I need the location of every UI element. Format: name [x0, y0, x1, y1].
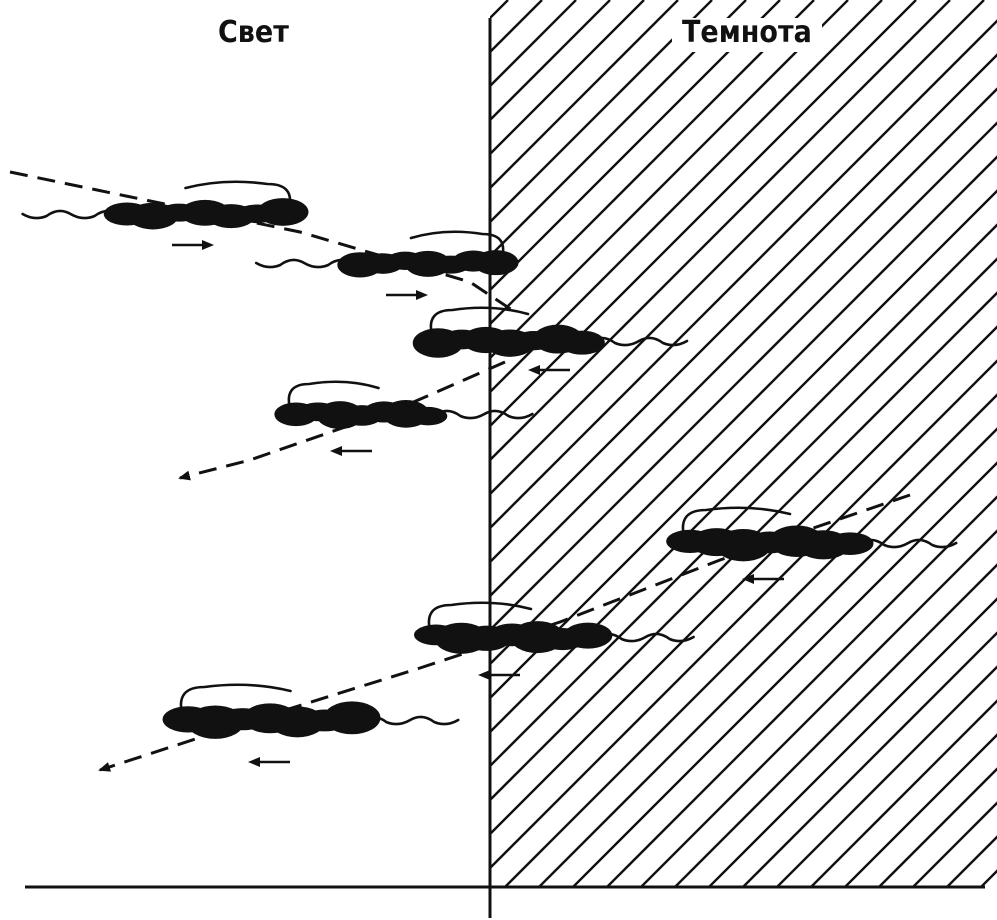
bacterium — [274, 380, 534, 430]
hatch-line — [490, 0, 611, 122]
hatch-line — [490, 257, 997, 768]
arrow-left-icon — [528, 365, 570, 375]
hatch-line — [876, 767, 997, 888]
arrow-left-icon — [330, 446, 372, 456]
flagellum — [360, 715, 460, 726]
bacterium — [666, 506, 958, 562]
hatch-line — [490, 0, 713, 224]
hatch-line — [808, 699, 997, 888]
bacterium-segment — [408, 406, 448, 426]
direction-arrows — [172, 240, 784, 767]
bacterium-segment — [559, 330, 605, 355]
flagellum — [287, 380, 380, 410]
hatch-line — [490, 121, 997, 632]
hatch-line — [490, 0, 815, 326]
hatch-line — [490, 0, 849, 360]
bacterium-segment — [473, 250, 519, 276]
hatch-line — [490, 87, 997, 598]
hatch-line — [490, 0, 679, 190]
bacterium-segment — [257, 198, 309, 226]
flagellum — [429, 306, 530, 337]
hatch-line — [490, 223, 997, 734]
hatch-line — [490, 0, 951, 462]
hatch-line — [0, 0, 474, 920]
hatch-line — [490, 0, 883, 394]
bacteria — [21, 180, 958, 739]
hatch-line — [638, 529, 997, 888]
dark-label-backing — [672, 18, 822, 52]
hatch-line — [490, 359, 997, 870]
hatch-line — [0, 0, 440, 920]
arrow-left-icon — [248, 757, 290, 767]
hatch-line — [490, 19, 997, 530]
dark-label: Темнота — [682, 15, 812, 50]
flagellum — [858, 538, 958, 549]
flagellum — [596, 632, 695, 643]
flagellum — [179, 683, 292, 715]
light-label: Свет — [218, 15, 289, 50]
hatch-line — [740, 631, 997, 888]
hatch-line — [490, 53, 997, 564]
flagellum — [427, 601, 533, 632]
hatch-line — [490, 291, 997, 802]
hatch-line — [706, 597, 997, 888]
flagellum — [184, 180, 292, 210]
flagellum — [409, 230, 505, 260]
hatch-line — [490, 0, 917, 428]
bacterium-segment — [826, 532, 874, 555]
flagellum — [435, 409, 534, 420]
hatch-line — [490, 0, 543, 54]
hatch-line — [490, 0, 645, 156]
bacterium — [414, 601, 695, 654]
hatch-line — [842, 733, 997, 888]
hatch-line — [774, 665, 997, 888]
trajectory-upper-in — [9, 170, 516, 314]
arrow-left-icon — [742, 574, 784, 584]
trajectory-upper-out — [178, 360, 506, 481]
bacterium — [162, 683, 460, 739]
hatch-line — [490, 325, 997, 836]
flagellum — [254, 258, 354, 269]
bacterium — [412, 306, 689, 358]
hatch-line — [490, 0, 781, 292]
arrow-left-icon — [478, 670, 520, 680]
arrow-right-icon — [386, 290, 428, 300]
flagellum — [681, 506, 792, 538]
hatch-line — [570, 461, 997, 888]
bacterium-segment — [563, 622, 613, 649]
flagellum — [589, 336, 689, 347]
bacterium — [21, 180, 309, 230]
hatch-line — [502, 393, 997, 888]
hatch-line — [672, 563, 997, 888]
hatch-line — [490, 0, 985, 496]
hatch-line — [490, 155, 997, 666]
hatch-line — [536, 427, 997, 888]
hatch-line — [490, 189, 997, 700]
flagellum — [21, 209, 120, 220]
bacterium-segment — [323, 701, 381, 735]
hatch-line — [604, 495, 997, 888]
arrow-right-icon — [172, 240, 214, 250]
bacterium — [254, 230, 519, 278]
hatch-line — [490, 0, 747, 258]
